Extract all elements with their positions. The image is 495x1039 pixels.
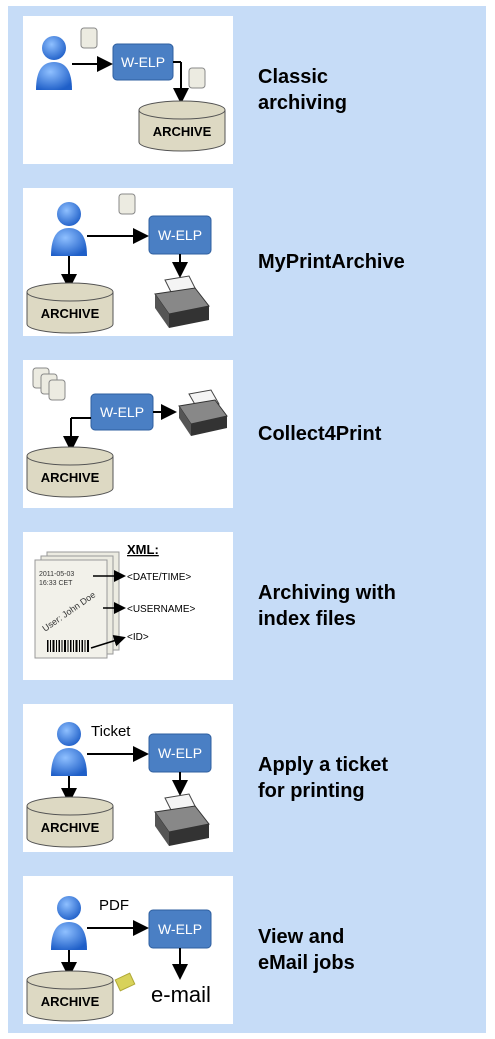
process-box: W-ELP	[148, 215, 212, 255]
myprintarchive-diagram: W-ELP ARCHIVE	[23, 188, 233, 336]
person-icon	[51, 896, 87, 950]
archive-label: ARCHIVE	[41, 470, 100, 485]
printer-icon	[178, 389, 228, 436]
xml-field: <DATE/TIME>	[127, 572, 191, 583]
process-box: W-ELP	[148, 733, 212, 773]
workflow-label: Collect4Print	[258, 423, 382, 445]
printer-icon	[154, 275, 210, 328]
archive-cylinder: ARCHIVE	[26, 446, 114, 498]
workflow-label: Apply a ticket for printing	[258, 754, 389, 802]
printer-icon	[154, 793, 210, 846]
archive-cylinder: ARCHIVE	[26, 796, 114, 848]
document-stack-icon	[32, 367, 66, 401]
workflow-label: MyPrintArchive	[258, 251, 405, 273]
archive-cylinder: ARCHIVE	[26, 970, 114, 1022]
archive-cylinder: ARCHIVE	[138, 100, 226, 152]
barcode-icon	[47, 640, 89, 652]
process-label: W-ELP	[100, 404, 144, 420]
person-icon	[51, 722, 87, 776]
workflow-collect4print: W-ELP ARCHIVE Collect4Print	[23, 360, 483, 512]
person-icon	[36, 36, 72, 90]
process-box: W-ELP	[90, 393, 154, 431]
workflow-panel: W-ELP ARCHIVE Classic archiving	[8, 6, 486, 1033]
ticket-label: Ticket	[91, 723, 131, 740]
archive-label: ARCHIVE	[41, 994, 100, 1009]
view-email-diagram: PDF W-ELP e-mail ARCHIVE	[23, 876, 233, 1024]
workflow-view-email: PDF W-ELP e-mail ARCHIVE View a	[23, 876, 483, 1028]
process-box: W-ELP	[148, 909, 212, 949]
workflow-label: View and eMail jobs	[258, 926, 355, 974]
process-label: W-ELP	[121, 54, 165, 70]
document-pages-icon: 2011-05-03 16:33 CET User: John Doe	[34, 551, 120, 659]
process-label: W-ELP	[158, 921, 202, 937]
process-label: W-ELP	[158, 227, 202, 243]
process-label: W-ELP	[158, 745, 202, 761]
archive-label: ARCHIVE	[41, 820, 100, 835]
archive-cylinder: ARCHIVE	[26, 282, 114, 334]
index-files-diagram: 2011-05-03 16:33 CET User: John Doe	[23, 532, 233, 680]
workflow-ticket-printing: Ticket W-ELP ARCHIVE	[23, 704, 483, 856]
document-time: 16:33 CET	[39, 580, 73, 587]
document-icon	[188, 67, 206, 89]
collect4print-diagram: W-ELP ARCHIVE	[23, 360, 233, 508]
sticky-note-icon	[114, 972, 136, 992]
ticket-printing-diagram: Ticket W-ELP ARCHIVE	[23, 704, 233, 852]
email-label: e-mail	[151, 982, 211, 1007]
document-icon	[80, 27, 98, 49]
workflow-classic-archiving: W-ELP ARCHIVE Classic archiving	[23, 16, 483, 168]
document-date: 2011-05-03	[39, 571, 74, 578]
xml-field: <ID>	[127, 632, 149, 643]
document-icon	[118, 193, 136, 215]
workflow-index-files: 2011-05-03 16:33 CET User: John Doe	[23, 532, 483, 684]
pdf-label: PDF	[99, 897, 129, 914]
classic-archiving-diagram: W-ELP ARCHIVE	[23, 16, 233, 164]
archive-label: ARCHIVE	[41, 306, 100, 321]
process-box: W-ELP	[112, 43, 174, 81]
person-icon	[51, 202, 87, 256]
workflow-myprintarchive: W-ELP ARCHIVE MyPrintArchive	[23, 188, 483, 340]
workflow-label: Archiving with index files	[258, 582, 396, 630]
workflow-label: Classic archiving	[258, 66, 347, 114]
archive-label: ARCHIVE	[153, 124, 212, 139]
xml-field: <USERNAME>	[127, 604, 196, 615]
xml-title: XML:	[127, 542, 159, 557]
